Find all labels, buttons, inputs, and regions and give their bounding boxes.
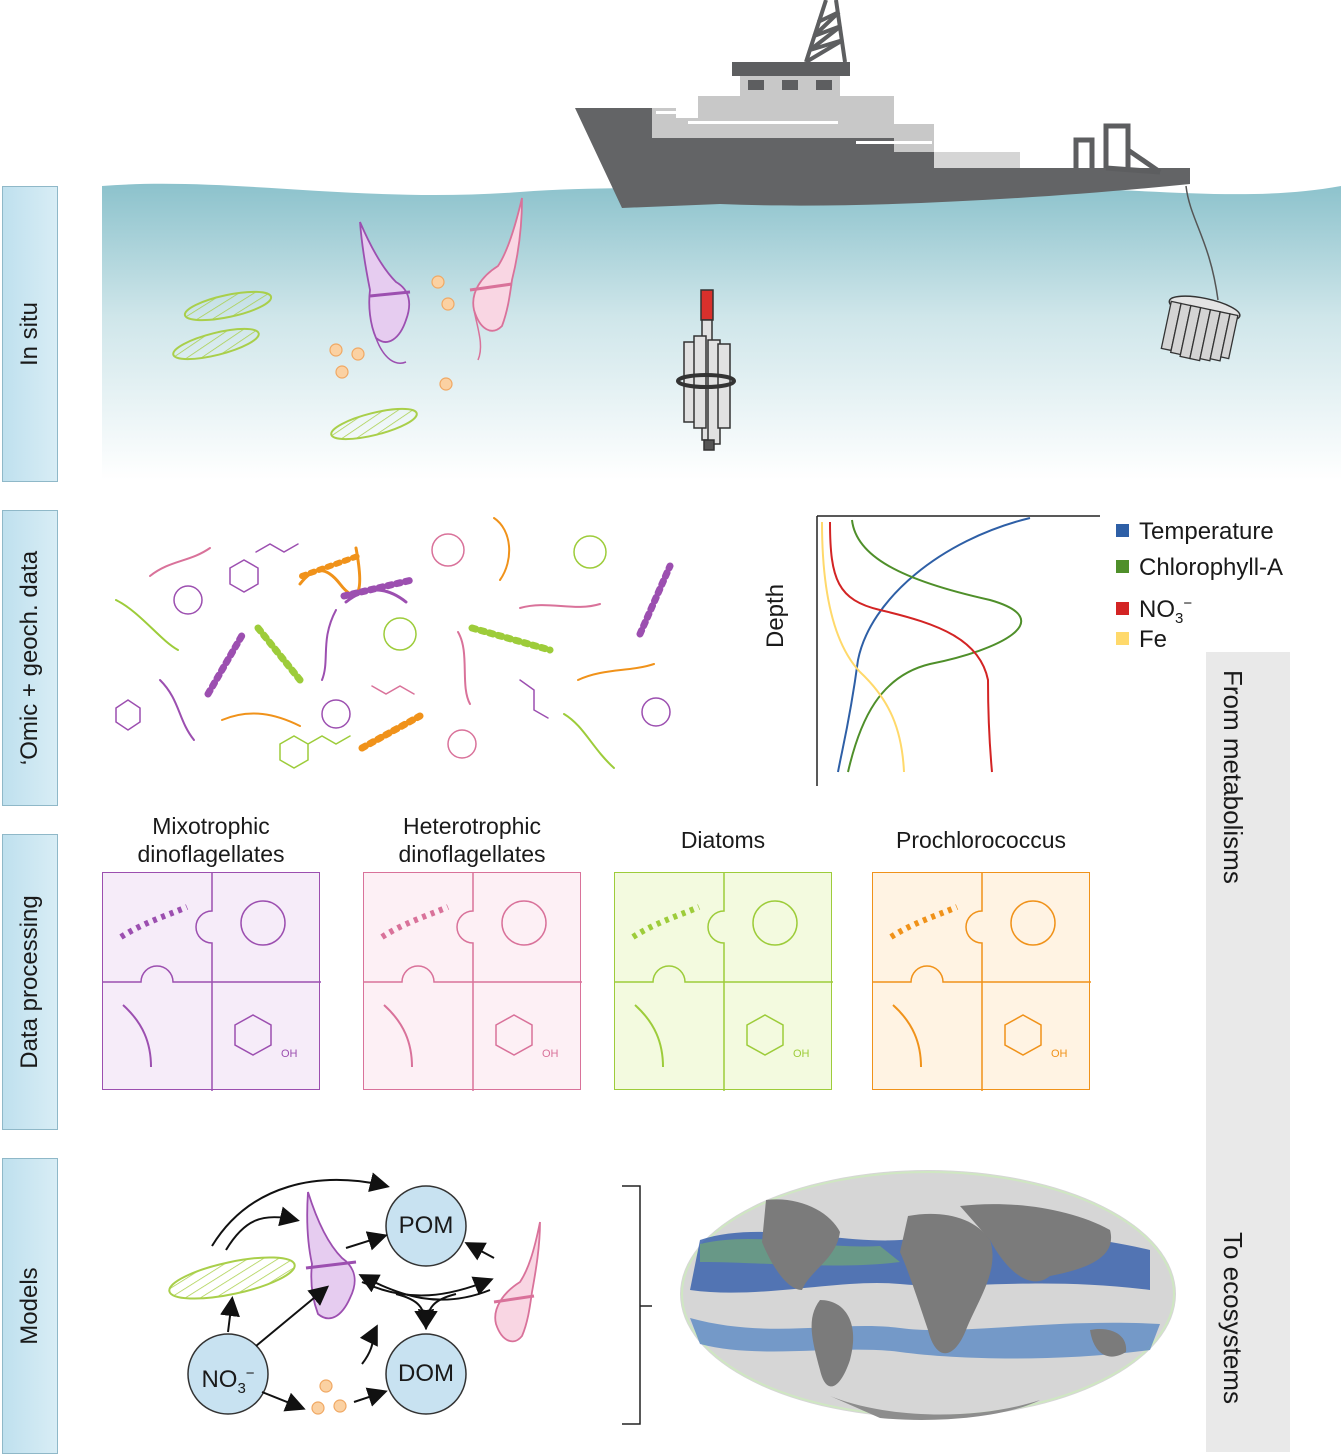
oh-label: OH (542, 1048, 559, 1060)
puzzle-mixotrophic: OH (102, 872, 321, 1091)
sediment-trap (676, 289, 736, 451)
legend-swatch (1116, 632, 1129, 645)
legend-swatch (1116, 560, 1129, 573)
model-bracket (622, 1185, 652, 1425)
nitrate-curve (829, 521, 993, 773)
group-title-diatoms: Diatoms (680, 827, 766, 853)
oh-label: OH (1051, 1048, 1068, 1060)
research-ship (575, 0, 1219, 301)
puzzle-diatoms: OH (614, 872, 833, 1091)
flow-bottom-label: To ecosystems (1218, 1232, 1248, 1404)
legend-swatch (1116, 602, 1129, 615)
diatom-cells (172, 290, 418, 441)
legend-swatch (1116, 524, 1129, 537)
puzzle-heterotrophic: OH (363, 872, 582, 1091)
section-tab-processing: Data processing (2, 834, 58, 1130)
temperature-curve (837, 517, 1031, 773)
nitrate-node (187, 1333, 269, 1415)
nitrate-label: NO3− (201, 1365, 255, 1397)
model-particles (311, 1379, 347, 1415)
dom-label: DOM (398, 1360, 454, 1387)
depth-profile-chart (816, 515, 1100, 786)
depth-axis-label: Depth (762, 583, 789, 648)
puzzle-prochlorococcus: OH (872, 872, 1091, 1091)
legend-nitrate: NO3− (1116, 590, 1192, 633)
model-arrows (211, 1172, 495, 1412)
ctd-rosette (1160, 295, 1241, 362)
section-tab-omic: ‘Omic + geoch. data (2, 510, 58, 806)
global-ocean-map (680, 1170, 1176, 1420)
section-tab-models: Models (2, 1158, 58, 1454)
dom-node (385, 1333, 467, 1415)
oh-label: OH (281, 1048, 298, 1060)
heterotrophic-dinoflagellate (469, 197, 523, 361)
mixotrophic-dinoflagellate (359, 221, 411, 364)
scale-flow-bar: From metabolisms To ecosystems (1206, 652, 1290, 1452)
group-title-prochlorococcus: Prochlorococcus (895, 827, 1067, 853)
chlorophyll-curve (847, 519, 1023, 773)
pom-node (385, 1185, 467, 1267)
pom-label: POM (398, 1212, 454, 1239)
model-heterotroph (493, 1221, 541, 1343)
legend-temperature: Temperature (1116, 518, 1274, 546)
iron-curve (821, 521, 905, 773)
section-tab-in-situ: In situ (2, 186, 58, 482)
flow-top-label: From metabolisms (1218, 670, 1248, 884)
ocean-water (102, 183, 1341, 480)
omic-molecules (115, 517, 674, 769)
oh-label: OH (793, 1048, 810, 1060)
legend-chlorophyll: Chlorophyll-A (1116, 554, 1283, 582)
organic-particles (329, 275, 455, 391)
model-diatom (168, 1256, 296, 1300)
legend-iron: Fe (1116, 626, 1167, 654)
